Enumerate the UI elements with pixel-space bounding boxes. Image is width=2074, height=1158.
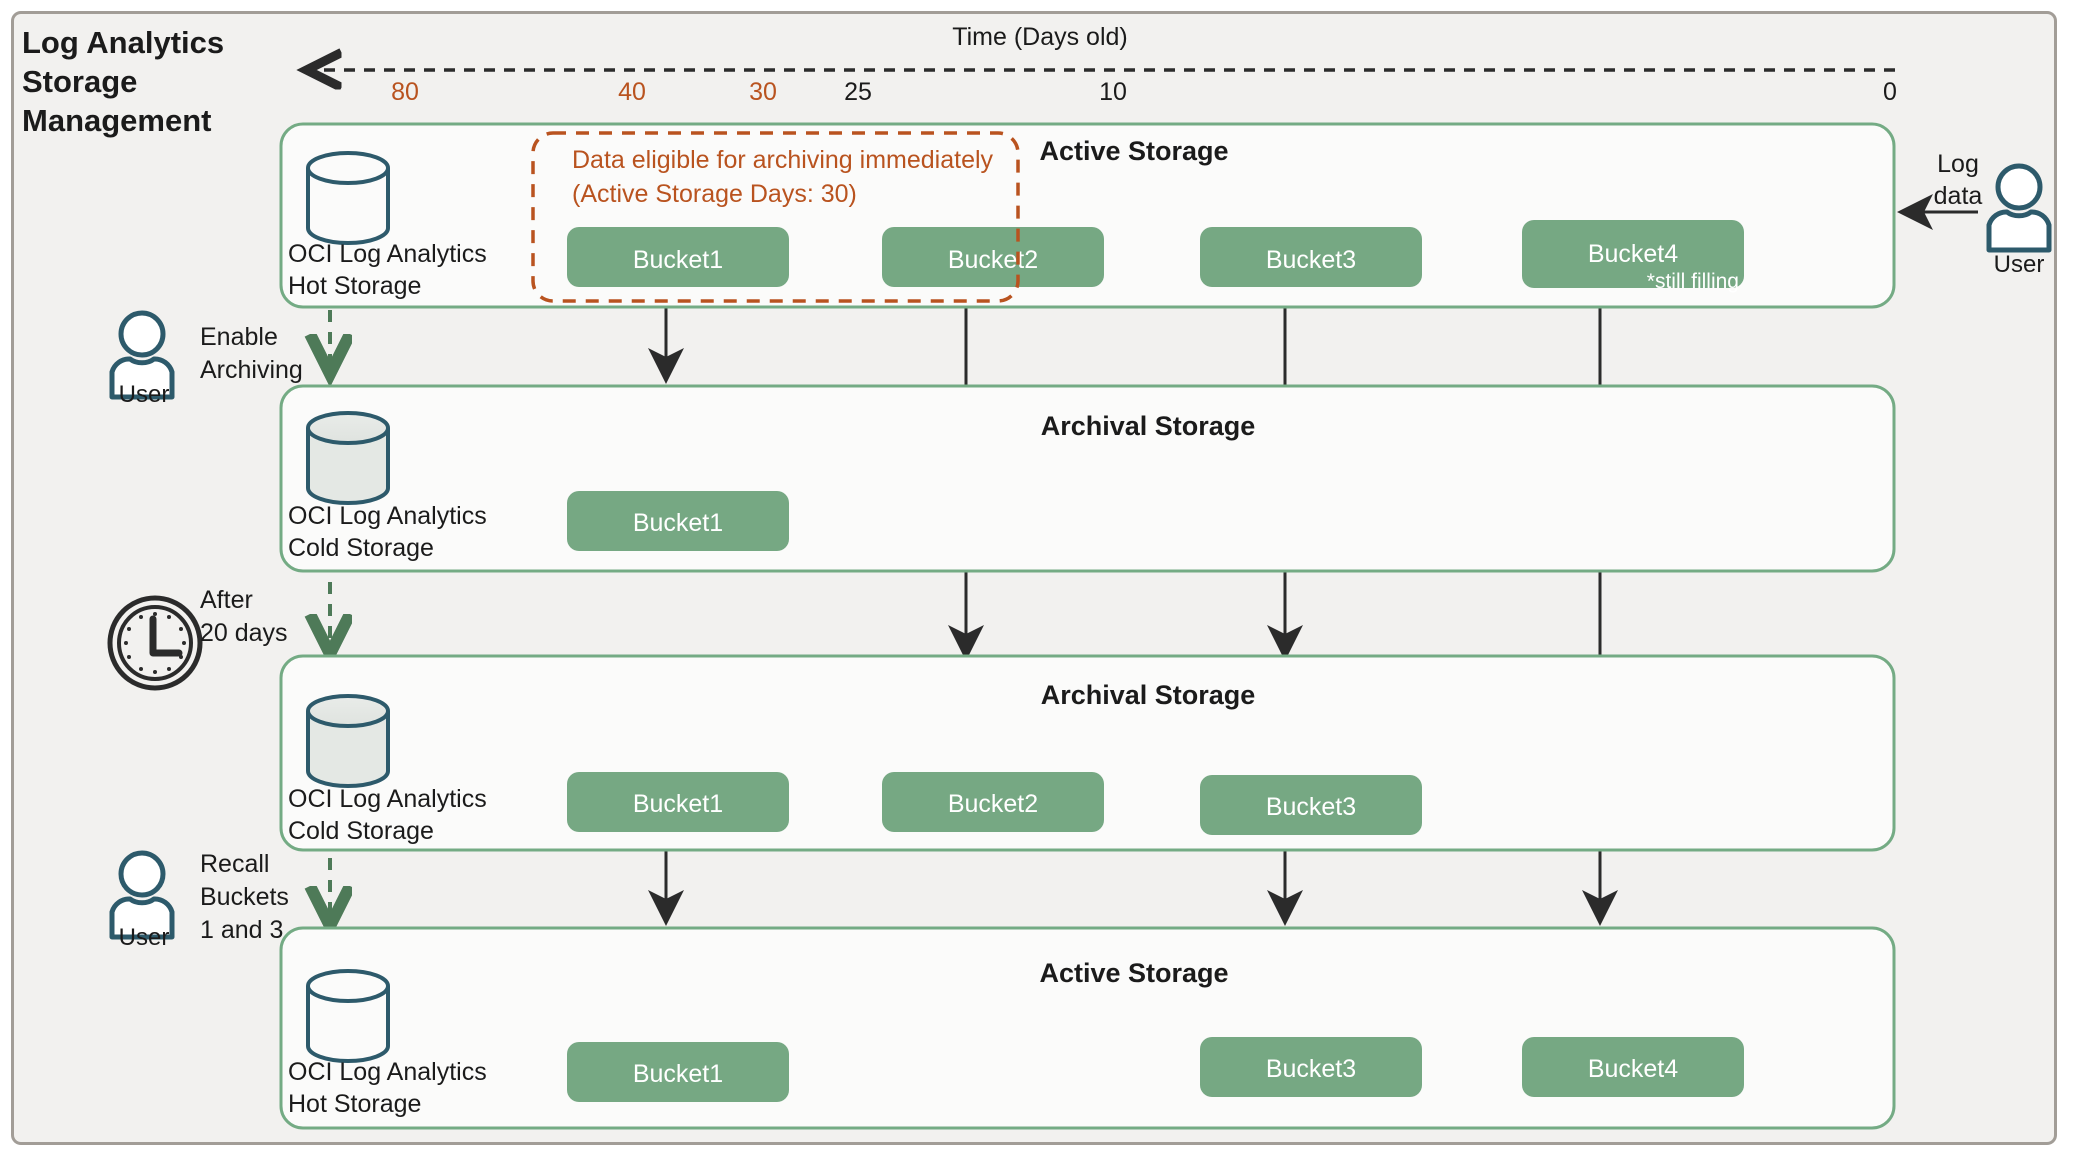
bucket-item[interactable]: Bucket2 (882, 772, 1104, 832)
bucket-label: Bucket1 (633, 1060, 723, 1088)
bucket-label: Bucket3 (1266, 793, 1356, 821)
action-line-1: Enable (200, 323, 278, 351)
log-data-ingest: Log data User (1897, 150, 2052, 278)
row-archival-storage-1: Archival Storage OCI Log Analytics Cold … (279, 384, 1896, 573)
tick-label-80: 80 (391, 78, 419, 106)
row-archival-storage-2: Archival Storage OCI Log Analytics Cold … (279, 654, 1896, 852)
bucket-chip (1200, 227, 1422, 287)
row-title: Active Storage (1039, 958, 1228, 988)
bucket-label: Bucket1 (633, 509, 723, 537)
bucket-label: Bucket1 (633, 790, 723, 818)
row-title: Archival Storage (1041, 411, 1256, 441)
title-line-1: Log Analytics (22, 25, 224, 60)
bucket-label: Bucket2 (948, 790, 1038, 818)
bucket-chip (567, 772, 789, 832)
bucket-item[interactable]: Bucket3 (1200, 1037, 1422, 1097)
bucket-item[interactable]: Bucket1 (567, 772, 789, 832)
user-icon (109, 850, 175, 940)
action-recall-buckets: User Recall Buckets 1 and 3 (109, 850, 330, 951)
bucket-label: Bucket3 (1266, 246, 1356, 274)
tick-label-40: 40 (618, 78, 646, 106)
user-icon (1986, 163, 2052, 253)
bucket-chip (1200, 775, 1422, 835)
tick-label-30: 30 (749, 78, 777, 106)
bucket-chip (567, 1042, 789, 1102)
action-actor-label: User (119, 924, 170, 951)
action-line-2: Archiving (200, 356, 303, 384)
bucket-item[interactable]: Bucket2 (882, 227, 1104, 287)
storage-label-line-2: Cold Storage (288, 534, 434, 562)
title-line-3: Management (22, 103, 211, 138)
timeline-axis-label: Time (Days old) (952, 23, 1128, 51)
bucket-item[interactable]: Bucket4 *still filling (1522, 220, 1744, 293)
bucket-label: Bucket1 (633, 246, 723, 274)
bucket-chip (567, 491, 789, 551)
ingest-label-line-1: Log (1937, 150, 1979, 178)
storage-label-line-1: OCI Log Analytics (288, 785, 487, 813)
bucket-label: Bucket4 (1588, 1055, 1678, 1083)
bucket-chip (882, 772, 1104, 832)
row-active-storage-2: Active Storage OCI Log Analytics Hot Sto… (279, 926, 1896, 1130)
clock-icon (107, 595, 203, 691)
storage-label-line-2: Hot Storage (288, 1090, 421, 1118)
tick-label-10: 10 (1099, 78, 1127, 106)
storage-label-line-2: Cold Storage (288, 817, 434, 845)
bucket-chip (1522, 1037, 1744, 1097)
action-line-1: After (200, 586, 253, 614)
storage-label-line-2: Hot Storage (288, 272, 421, 300)
row-title: Active Storage (1039, 136, 1228, 166)
callout-line-1: Data eligible for archiving immediately (572, 146, 994, 174)
row-active-storage-1: Active Storage OCI Log Analytics Hot Sto… (279, 122, 1896, 309)
action-actor-label: User (119, 381, 170, 408)
action-after-20-days: After 20 days (107, 582, 330, 691)
title-line-2: Storage (22, 64, 137, 99)
bucket-item[interactable]: Bucket1 (567, 491, 789, 551)
cylinder-cold-icon (306, 694, 390, 788)
storage-label-line-1: OCI Log Analytics (288, 1058, 487, 1086)
bucket-item[interactable]: Bucket1 (567, 227, 789, 287)
page-title: Log Analytics Storage Management (22, 25, 224, 138)
action-enable-archiving: User Enable Archiving (109, 310, 330, 408)
cylinder-cold-icon (306, 411, 390, 505)
bucket-chip (882, 227, 1104, 287)
tick-label-25: 25 (844, 78, 872, 106)
user-icon (109, 310, 175, 400)
bucket-item[interactable]: Bucket3 (1200, 227, 1422, 287)
storage-label-line-1: OCI Log Analytics (288, 240, 487, 268)
action-line-1: Recall (200, 850, 269, 878)
cylinder-hot-icon (306, 969, 390, 1063)
callout-line-2: (Active Storage Days: 30) (572, 180, 857, 208)
bucket-item[interactable]: Bucket1 (567, 1042, 789, 1102)
storage-label-line-1: OCI Log Analytics (288, 502, 487, 530)
ingest-label-line-2: data (1934, 182, 1983, 210)
tick-label-0: 0 (1883, 78, 1897, 106)
bucket-label: Bucket4 (1588, 240, 1678, 268)
action-line-2: Buckets (200, 883, 289, 911)
action-line-2: 20 days (200, 619, 288, 647)
bucket-chip (1200, 1037, 1422, 1097)
timeline-axis: Time (Days old) 80 40 30 25 10 0 (310, 23, 1897, 106)
bucket-note: *still filling (1647, 270, 1739, 293)
cylinder-hot-icon (306, 151, 390, 245)
ingest-actor-label: User (1994, 251, 2045, 278)
action-line-3: 1 and 3 (200, 916, 283, 944)
bucket-chip (567, 227, 789, 287)
bucket-item[interactable]: Bucket4 (1522, 1037, 1744, 1097)
bucket-label: Bucket3 (1266, 1055, 1356, 1083)
row-title: Archival Storage (1041, 680, 1256, 710)
bucket-label: Bucket2 (948, 246, 1038, 274)
callout-border (531, 131, 1020, 303)
archiving-eligible-callout: Data eligible for archiving immediately … (531, 131, 1020, 303)
bucket-chip (1522, 220, 1744, 288)
bucket-item[interactable]: Bucket3 (1200, 775, 1422, 835)
